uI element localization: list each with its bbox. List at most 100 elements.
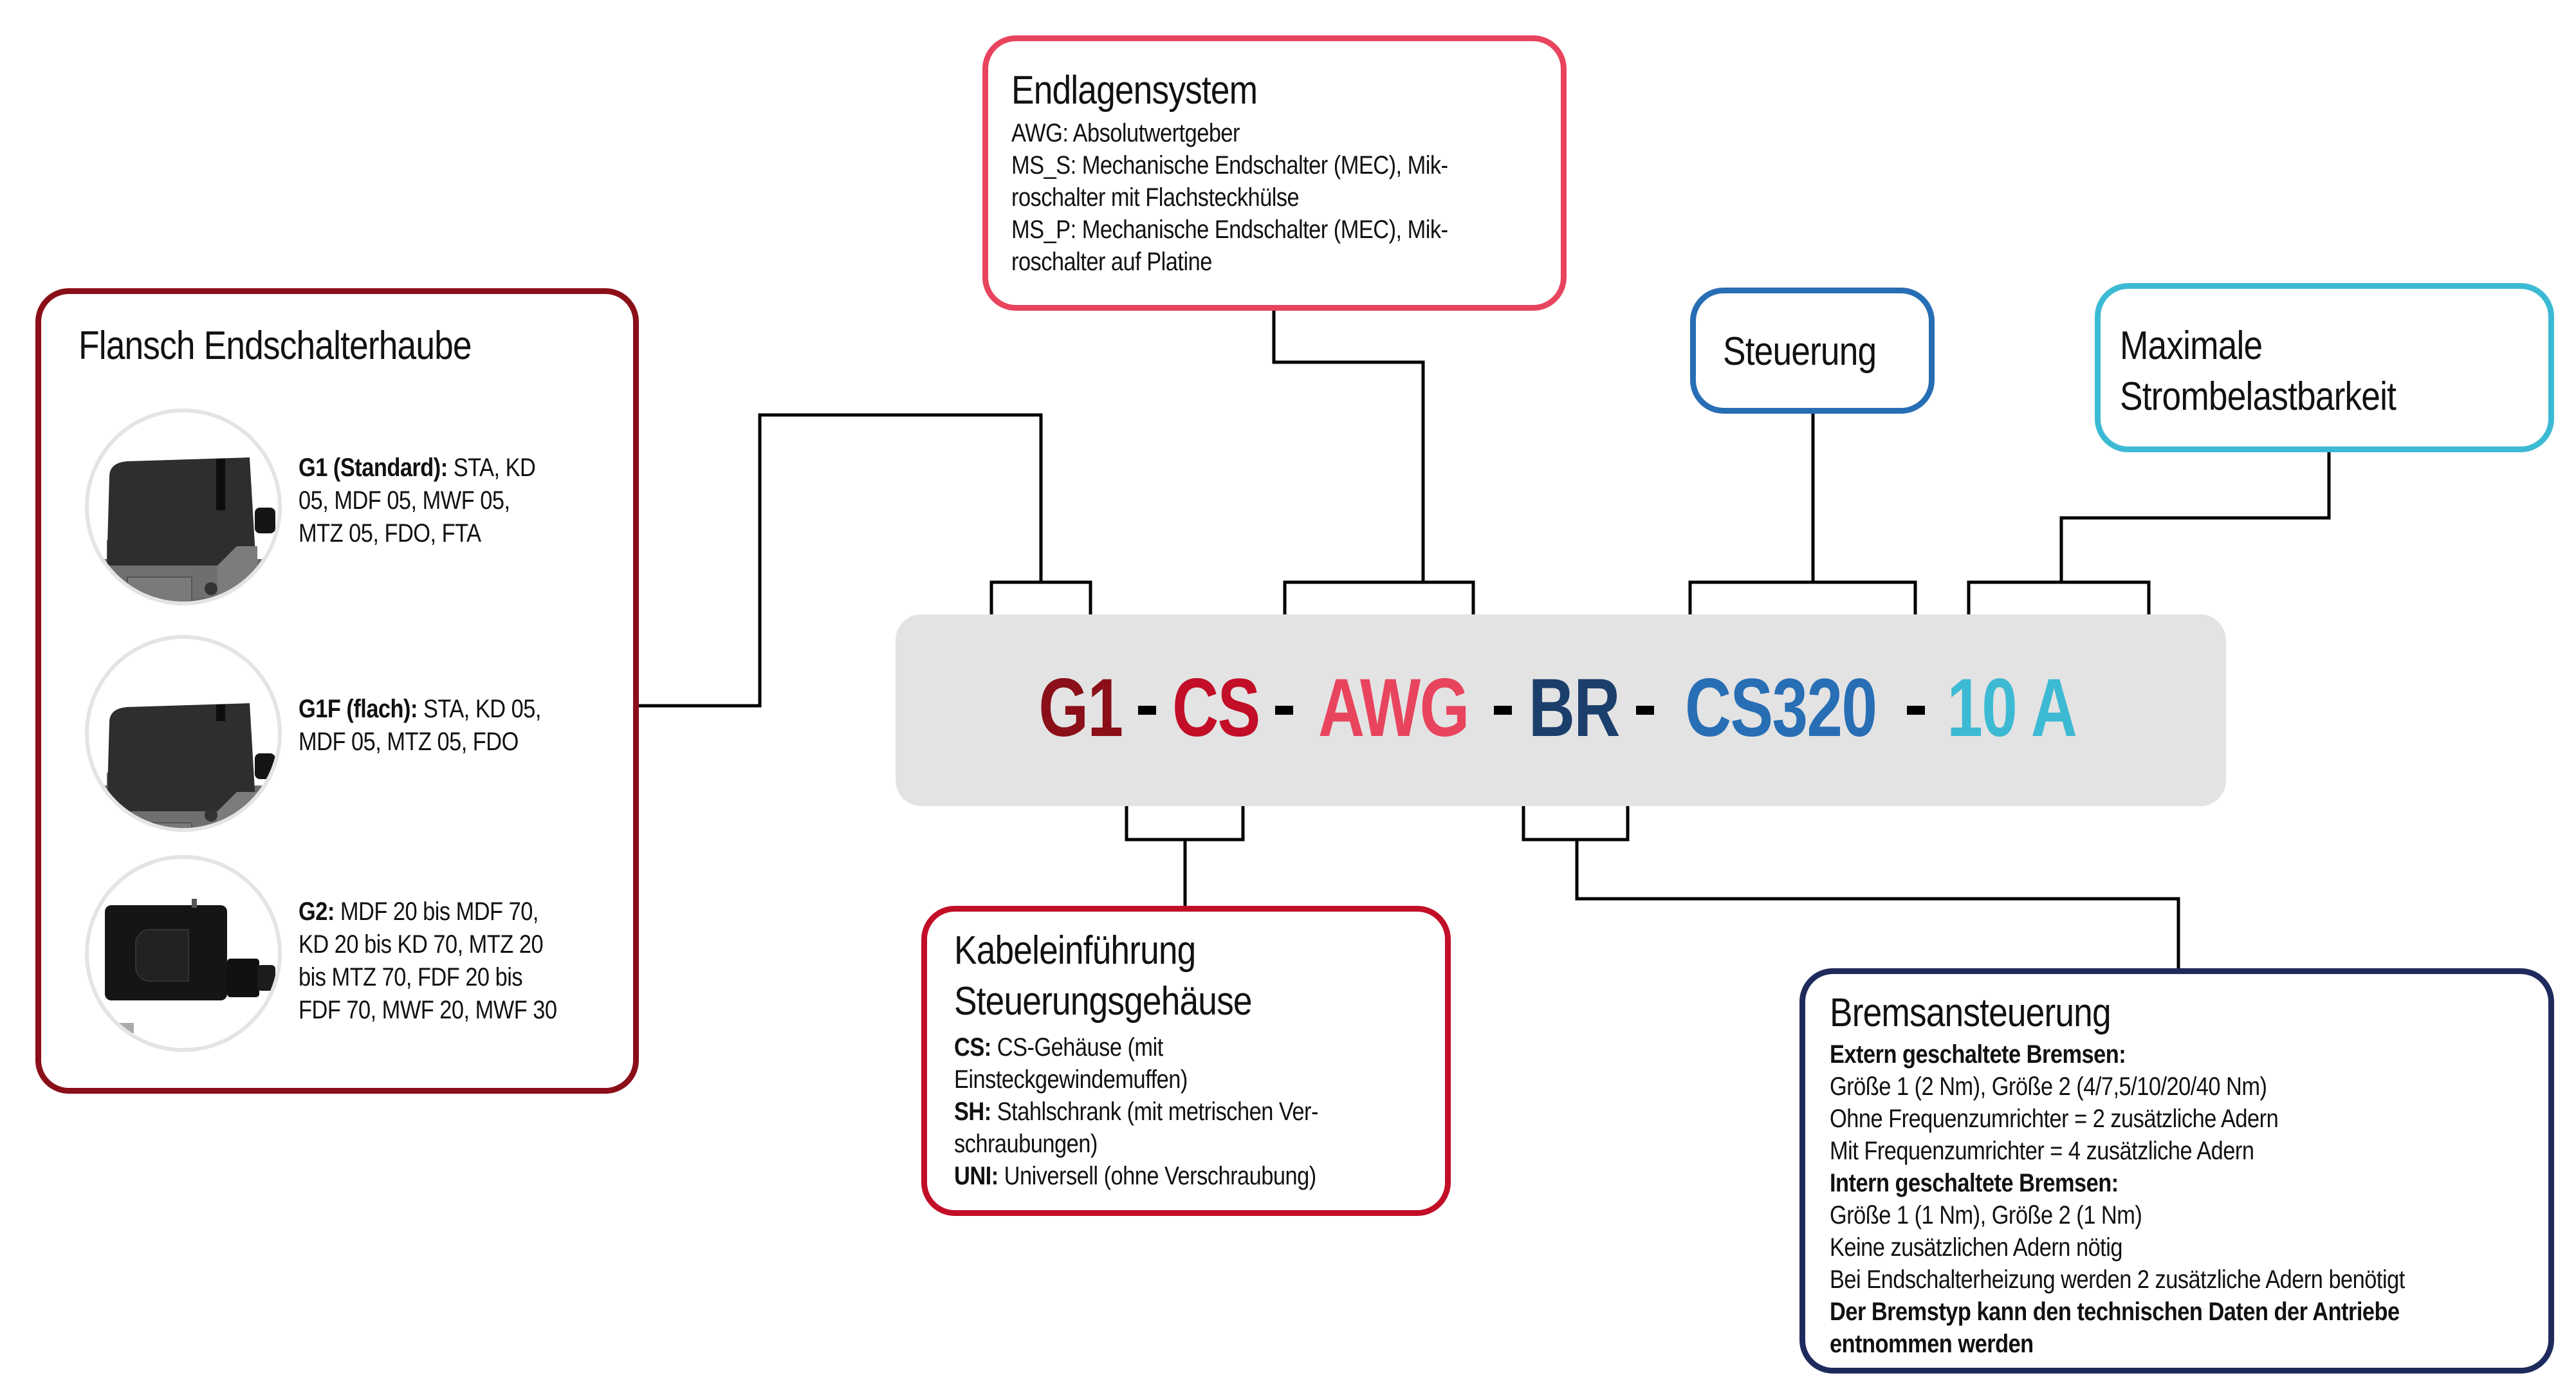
flansch-item-line: G1 (Standard): STA, KD bbox=[299, 452, 574, 484]
kabel-line: CS: CS-Gehäuse (mit bbox=[954, 1031, 1377, 1063]
kabel-line: schraubungen) bbox=[954, 1128, 1377, 1160]
code-segment-cs320: CS320 bbox=[1685, 662, 1877, 754]
brems-line-text: Keine zusätzlichen Adern nötig bbox=[1830, 1233, 2122, 1262]
flansch-item-line-text: 05, MDF 05, MWF 05, bbox=[299, 484, 510, 517]
flansch-item-label: G2: bbox=[299, 897, 340, 926]
kabeleinfuehrung-box: Kabeleinführung Steuerungsgehäuse CS: CS… bbox=[921, 906, 1451, 1216]
connector-br bbox=[1522, 803, 2180, 968]
code-segment-10a: 10 A bbox=[1947, 662, 2078, 754]
bremsansteuerung-box: Bremsansteuerung Extern geschaltete Brem… bbox=[1799, 968, 2554, 1374]
brems-line: Bei Endschalterheizung werden 2 zusätzli… bbox=[1830, 1264, 2498, 1296]
flansch-item-line: MTZ 05, FDO, FTA bbox=[299, 517, 574, 550]
endlagen-line: roschalter auf Platine bbox=[1011, 246, 1519, 278]
code-segment-awg: AWG bbox=[1318, 662, 1469, 754]
code-segment-g1: G1 bbox=[1038, 662, 1123, 754]
flansch-item-label: G1 (Standard): bbox=[299, 454, 454, 482]
kabel-title-line-1: Kabeleinführung bbox=[954, 928, 1196, 973]
kabel-line-text: UNI: Universell (ohne Verschraubung) bbox=[954, 1160, 1316, 1192]
brems-line-text: Größe 1 (2 Nm), Größe 2 (4/7,5/10/20/40 … bbox=[1830, 1072, 2267, 1101]
code-separator bbox=[1907, 706, 1926, 715]
code-segment-br: BR bbox=[1529, 662, 1621, 754]
flansch-item-line-text: MTZ 05, FDO, FTA bbox=[299, 517, 481, 550]
steuerung-box: Steuerung bbox=[1690, 288, 1935, 414]
flansch-item-line-text: FDF 70, MWF 20, MWF 30 bbox=[299, 994, 557, 1027]
brems-title: Bremsansteuerung bbox=[1830, 991, 2111, 1035]
flansch-item-2-description: G1F (flach): STA, KD 05,MDF 05, MTZ 05, … bbox=[299, 693, 580, 759]
flansch-item-line: KD 20 bis KD 70, MTZ 20 bbox=[299, 928, 599, 961]
g1f-flat-housing-photo-drawing bbox=[89, 703, 278, 828]
flansch-item-line: FDF 70, MWF 20, MWF 30 bbox=[299, 994, 599, 1027]
brems-line: Größe 1 (2 Nm), Größe 2 (4/7,5/10/20/40 … bbox=[1830, 1071, 2498, 1103]
brems-line-text: Der Bremstyp kann den technischen Daten … bbox=[1830, 1298, 2400, 1326]
flansch-item-line-text: G1 (Standard): STA, KD bbox=[299, 452, 536, 484]
kabel-line: Einsteckgewindemuffen) bbox=[954, 1063, 1377, 1096]
flansch-item-line: MDF 05, MTZ 05, FDO bbox=[299, 726, 580, 759]
brems-line: Mit Frequenzumrichter = 4 zusätzliche Ad… bbox=[1830, 1135, 2498, 1167]
kabel-entry-label: UNI: bbox=[954, 1162, 1004, 1190]
flansch-item-label: G1F (flach): bbox=[299, 695, 423, 723]
maximale-strombelastbarkeit-box: Maximale Strombelastbarkeit bbox=[2095, 283, 2554, 452]
connector-g1 bbox=[639, 413, 1092, 708]
endlagen-line-text: roschalter mit Flachsteckhülse bbox=[1011, 183, 1300, 212]
connector-cs bbox=[1125, 803, 1245, 906]
brems-heading: Intern geschaltete Bremsen: bbox=[1830, 1167, 2498, 1199]
brems-line: Größe 1 (1 Nm), Größe 2 (1 Nm) bbox=[1830, 1199, 2498, 1231]
flansch-item-line: G1F (flach): STA, KD 05, bbox=[299, 693, 580, 726]
endlagen-line: MS_P: Mechanische Endschalter (MEC), Mik… bbox=[1011, 214, 1519, 246]
flansch-item-line: 05, MDF 05, MWF 05, bbox=[299, 484, 574, 517]
flansch-item-text: FDF 70, MWF 20, MWF 30 bbox=[299, 996, 557, 1024]
kabel-entry-label: CS: bbox=[954, 1033, 997, 1062]
flansch-item-3-description: G2: MDF 20 bis MDF 70,KD 20 bis KD 70, M… bbox=[299, 896, 599, 1027]
flansch-item-line-text: G2: MDF 20 bis MDF 70, bbox=[299, 896, 538, 928]
flansch-item-text: bis MTZ 70, FDF 20 bis bbox=[299, 963, 523, 991]
connector-awg bbox=[1272, 311, 1475, 618]
brems-line-text: Bei Endschalterheizung werden 2 zusätzli… bbox=[1830, 1265, 2405, 1294]
brems-line: Keine zusätzlichen Adern nötig bbox=[1830, 1231, 2498, 1264]
kabel-entry-text: Universell (ohne Verschraubung) bbox=[1004, 1162, 1317, 1190]
maximale-title-line-2: Strombelastbarkeit bbox=[2120, 374, 2397, 419]
brems-line: Ohne Frequenzumrichter = 2 zusätzliche A… bbox=[1830, 1103, 2498, 1135]
brems-heading: entnommen werden bbox=[1830, 1328, 2498, 1360]
flansch-item-text: 05, MDF 05, MWF 05, bbox=[299, 486, 510, 515]
kabel-line: UNI: Universell (ohne Verschraubung) bbox=[954, 1160, 1377, 1192]
endlagen-line-text: MS_P: Mechanische Endschalter (MEC), Mik… bbox=[1011, 216, 1448, 244]
flansch-item-line-text: bis MTZ 70, FDF 20 bis bbox=[299, 961, 523, 994]
endlagen-title: Endlagensystem bbox=[1011, 68, 1258, 113]
brems-line-text: Größe 1 (1 Nm), Größe 2 (1 Nm) bbox=[1830, 1201, 2142, 1229]
kabel-entry-text: CS-Gehäuse (mit bbox=[997, 1033, 1164, 1062]
flansch-item-line-text: MDF 05, MTZ 05, FDO bbox=[299, 726, 519, 759]
endlagen-line-text: AWG: Absolutwertgeber bbox=[1011, 119, 1240, 147]
kabel-entry-text: Stahlschrank (mit metrischen Ver- bbox=[997, 1098, 1319, 1126]
brems-line-text: Intern geschaltete Bremsen: bbox=[1830, 1169, 2119, 1197]
g1-standard-housing-photo-drawing bbox=[89, 457, 278, 602]
endlagen-line: AWG: Absolutwertgeber bbox=[1011, 117, 1519, 149]
g2-housing-photo bbox=[85, 855, 282, 1052]
flansch-item-text: STA, KD bbox=[453, 454, 536, 482]
kabel-line-text: CS: CS-Gehäuse (mit bbox=[954, 1031, 1163, 1063]
endlagen-line-text: roschalter auf Platine bbox=[1011, 248, 1212, 276]
g2-housing-photo-drawing bbox=[105, 899, 275, 1033]
code-separator bbox=[1494, 706, 1513, 715]
brems-heading: Extern geschaltete Bremsen: bbox=[1830, 1038, 2498, 1071]
brems-line-text: Mit Frequenzumrichter = 4 zusätzliche Ad… bbox=[1830, 1137, 2254, 1165]
flansch-item-text: MTZ 05, FDO, FTA bbox=[299, 519, 481, 547]
flansch-item-text: MDF 20 bis MDF 70, bbox=[340, 897, 539, 926]
endlagen-line: MS_S: Mechanische Endschalter (MEC), Mik… bbox=[1011, 149, 1519, 181]
endlagen-line: roschalter mit Flachsteckhülse bbox=[1011, 181, 1519, 214]
kabel-entry-text: Einsteckgewindemuffen) bbox=[954, 1065, 1188, 1094]
flansch-item-line-text: KD 20 bis KD 70, MTZ 20 bbox=[299, 928, 544, 961]
connector-cs320 bbox=[1688, 414, 1917, 618]
brems-line-text: Extern geschaltete Bremsen: bbox=[1830, 1040, 2126, 1069]
flansch-item-line: G2: MDF 20 bis MDF 70, bbox=[299, 896, 599, 928]
code-separator bbox=[1137, 706, 1156, 715]
connector-10a bbox=[1967, 452, 2331, 618]
brems-description: Extern geschaltete Bremsen: Größe 1 (2 Nm… bbox=[1830, 1038, 2498, 1360]
flansch-item-text: STA, KD 05, bbox=[423, 695, 541, 723]
maximale-title-line-1: Maximale bbox=[2120, 324, 2263, 368]
